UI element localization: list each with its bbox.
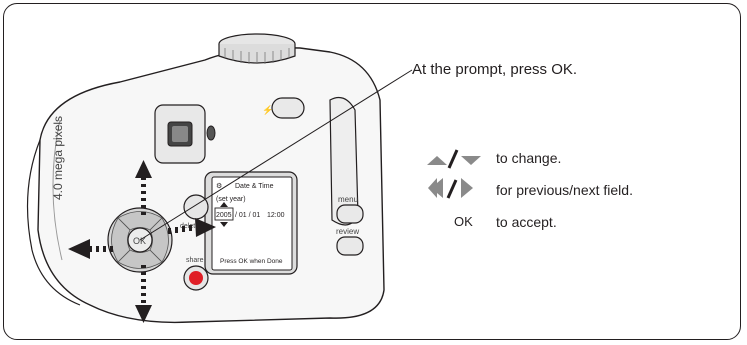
brand-label: 4.0 mega pixels: [51, 116, 65, 200]
up-down-arrows-icon: [427, 150, 481, 168]
menu-label: menu: [338, 195, 358, 204]
lcd-year: 2005: [216, 212, 232, 219]
share-label: share: [186, 257, 204, 264]
left-right-arrows-icon: [428, 178, 473, 198]
flash-button: [272, 98, 304, 118]
lcd-subtitle: (set year): [216, 196, 246, 203]
instruction-accept: to accept.: [496, 214, 557, 230]
menu-button: [337, 205, 363, 223]
review-label: review: [336, 227, 359, 236]
lcd-date: / 01 / 01: [235, 212, 260, 219]
prompt-callout: At the prompt, press OK.: [412, 61, 577, 79]
lcd-footer: Press OK when Done: [220, 258, 283, 265]
instruction-change: to change.: [496, 150, 561, 166]
review-button: [337, 237, 363, 255]
svg-text:⚡: ⚡: [262, 104, 273, 116]
delete-button: [184, 195, 208, 219]
led-indicator: [207, 126, 215, 140]
instruction-prev-next: for previous/next field.: [496, 182, 633, 198]
ok-key-label: OK: [454, 214, 473, 229]
lcd-title: Date & Time: [235, 183, 274, 190]
lcd-time: 12:00: [267, 212, 285, 219]
